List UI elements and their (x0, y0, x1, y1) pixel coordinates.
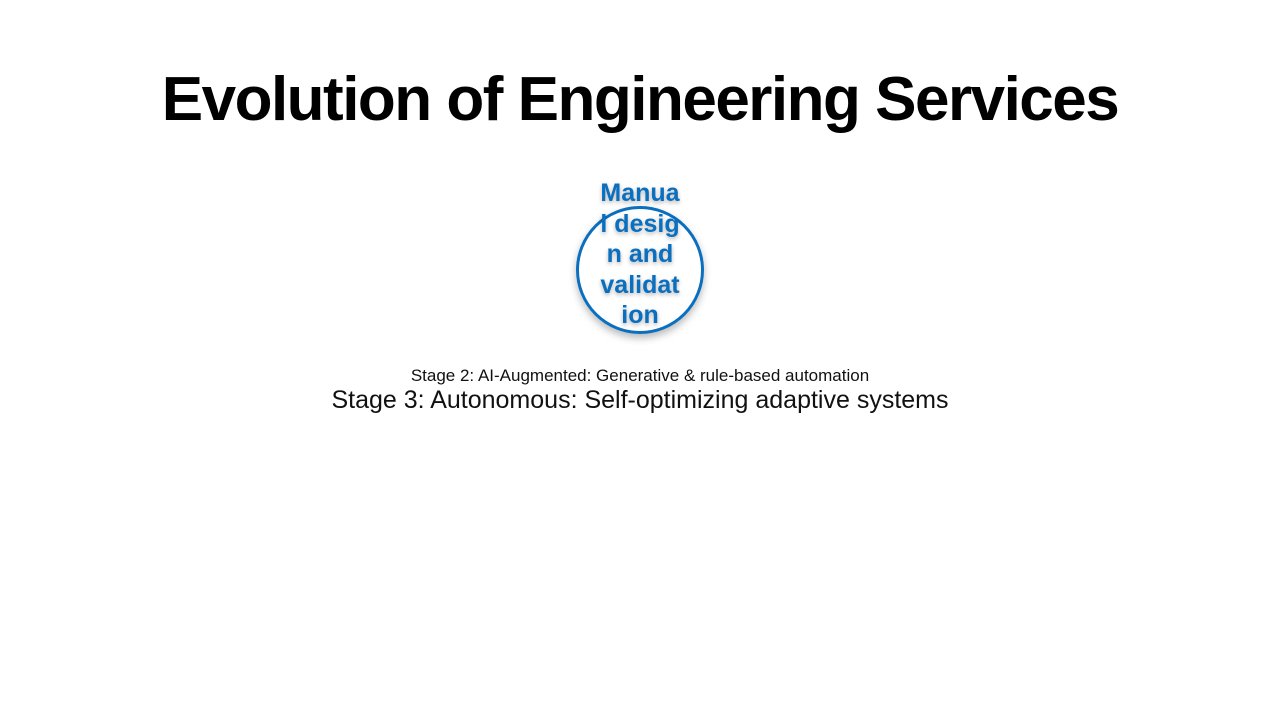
stage-1-circle (576, 206, 704, 334)
slide-title: Evolution of Engineering Services (161, 65, 1120, 134)
stage-3-label: Stage 3: Autonomous: Self-optimizing ada… (331, 386, 949, 414)
stage-2-label: Stage 2: AI-Augmented: Generative & rule… (410, 366, 870, 385)
stage-1-node (576, 206, 704, 334)
stage-1-label: Manual design and validation (600, 179, 680, 329)
